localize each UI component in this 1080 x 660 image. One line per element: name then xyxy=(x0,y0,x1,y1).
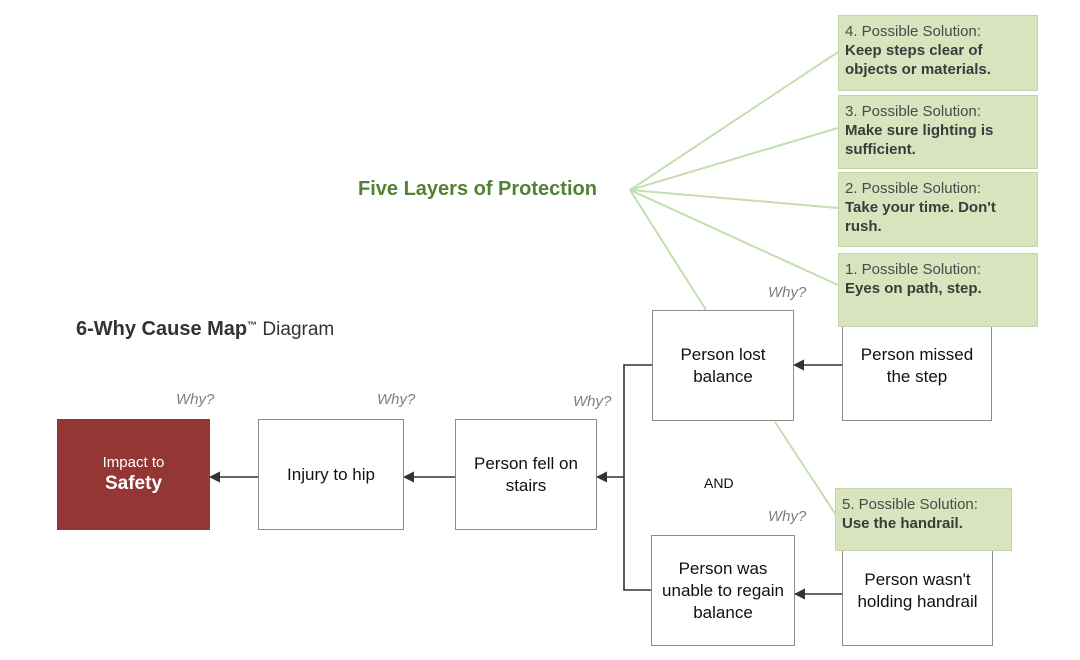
solution-3-box: 3. Possible Solution: Make sure lighting… xyxy=(838,95,1038,169)
and-label: AND xyxy=(704,475,734,491)
not-holding-box: Person wasn't holding handrail xyxy=(842,535,993,646)
why-label: Why? xyxy=(377,391,416,408)
solution-4-box: 4. Possible Solution: Keep steps clear o… xyxy=(838,15,1038,91)
five-layers-label: Five Layers of Protection xyxy=(358,178,597,200)
fell-box: Person fell on stairs xyxy=(455,419,597,530)
missed-step-box: Person missed the step xyxy=(842,310,992,421)
injury-box: Injury to hip xyxy=(258,419,404,530)
why-label: Why? xyxy=(768,284,807,301)
cause-arrows xyxy=(208,359,842,600)
solution-2-box: 2. Possible Solution: Take your time. Do… xyxy=(838,172,1038,247)
why-label: Why? xyxy=(768,508,807,525)
solution-5-box: 5. Possible Solution: Use the handrail. xyxy=(835,488,1012,551)
unable-regain-box: Person was unable to regain balance xyxy=(651,535,795,646)
why-label: Why? xyxy=(573,393,612,410)
diagram-title: 6-Why Cause Map™ Diagram xyxy=(76,318,335,340)
why-label: Why? xyxy=(176,391,215,408)
lost-balance-box: Person lost balance xyxy=(652,310,794,421)
solution-1-box: 1. Possible Solution: Eyes on path, step… xyxy=(838,253,1038,327)
protection-lines xyxy=(629,51,839,519)
impact-box: Impact to Safety xyxy=(57,419,210,530)
